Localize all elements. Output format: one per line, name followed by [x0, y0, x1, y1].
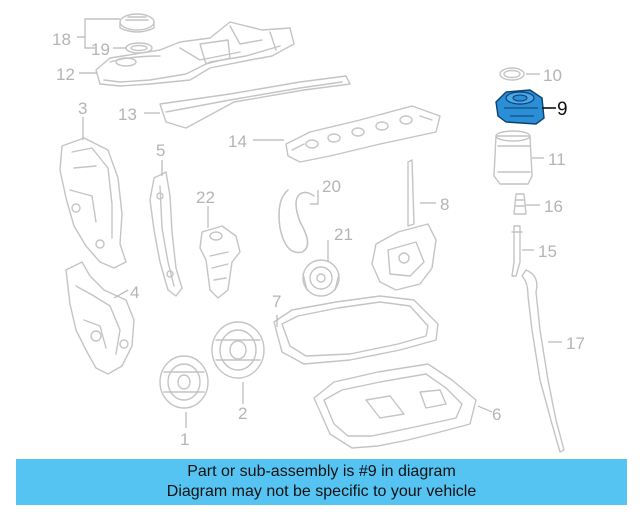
callout-7: 7: [272, 292, 281, 311]
callout-14: 14: [228, 132, 247, 151]
part-9-oil-filter-housing[interactable]: [495, 89, 545, 125]
callout-6: 6: [492, 405, 501, 424]
callout-9: 9: [557, 99, 568, 120]
part-20-timing-chain[interactable]: [278, 189, 315, 254]
callout-16: 16: [544, 197, 563, 216]
part-1-crank-pulley[interactable]: [159, 355, 209, 409]
callout-2: 2: [238, 404, 247, 423]
part-15-dipstick-tube[interactable]: [511, 225, 523, 277]
part-14-manifold-gasket[interactable]: [285, 105, 441, 163]
callout-1: 1: [180, 430, 189, 449]
callout-13: 13: [118, 105, 137, 124]
part-5-chain-guide[interactable]: [149, 171, 183, 297]
callout-22: 22: [196, 188, 215, 207]
callout-8: 8: [440, 195, 449, 214]
callout-17: 17: [566, 334, 585, 353]
callout-10: 10: [543, 66, 562, 85]
part-12-valve-cover[interactable]: [95, 21, 295, 87]
part-4-mount-bracket[interactable]: [65, 261, 135, 375]
info-banner: Part or sub-assembly is #9 in diagram Di…: [16, 459, 627, 505]
callout-19: 19: [91, 40, 110, 59]
callout-11: 11: [548, 150, 566, 169]
part-3-timing-cover[interactable]: [59, 137, 127, 269]
part-6-oil-pan[interactable]: [313, 363, 477, 449]
callout-20: 20: [322, 177, 341, 196]
part-19-cap-gasket[interactable]: [125, 42, 153, 54]
callout-4: 4: [130, 283, 139, 302]
banner-line-2: Diagram may not be specific to your vehi…: [166, 483, 477, 500]
callout-18: 18: [52, 30, 71, 49]
part-16-pressure-switch[interactable]: [513, 193, 527, 215]
part-2-balancer[interactable]: [211, 321, 265, 379]
part-8-oil-pump[interactable]: [371, 159, 437, 291]
part-11-oil-filter[interactable]: [493, 130, 533, 185]
callout-5: 5: [156, 141, 165, 160]
callout-12: 12: [56, 65, 75, 84]
part-22-tensioner[interactable]: [199, 225, 241, 299]
callout-21: 21: [334, 225, 353, 244]
part-13-valve-cover-gasket[interactable]: [159, 75, 351, 129]
part-21-sprocket[interactable]: [302, 259, 340, 297]
callout-15: 15: [538, 242, 557, 261]
callout-3: 3: [78, 99, 87, 118]
part-18-oil-filler-cap[interactable]: [119, 13, 155, 33]
banner-line-1: Part or sub-assembly is #9 in diagram: [187, 463, 456, 480]
part-7-oil-pan-gasket[interactable]: [273, 295, 439, 365]
part-10-o-ring[interactable]: [499, 67, 525, 81]
part-17-dipstick[interactable]: [521, 269, 565, 453]
